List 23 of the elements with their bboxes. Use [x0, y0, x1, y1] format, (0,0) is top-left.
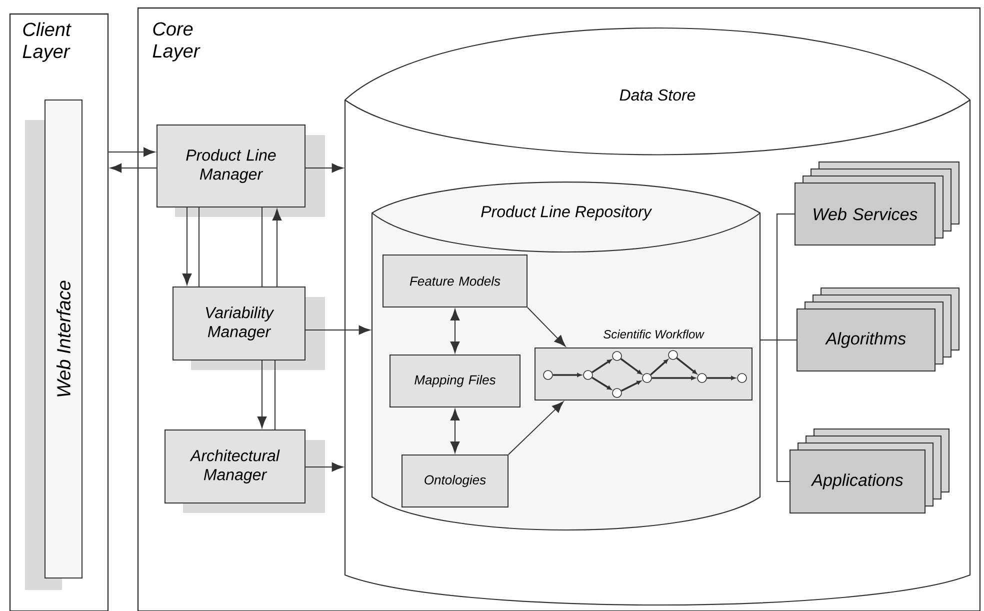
interface-bar: Web Interface [25, 100, 82, 590]
arrow [305, 163, 344, 173]
arrow [110, 163, 157, 173]
arrow [450, 409, 460, 453]
component-box: Architectural Manager [164, 430, 325, 513]
component-box: Variability Manager [172, 286, 325, 370]
arrow [305, 325, 370, 335]
stacked-box: Web Services [794, 162, 960, 246]
artifact-box: Ontologies [402, 454, 508, 508]
artifact-box: Mapping Files [390, 354, 520, 408]
stacked-box: Algorithms [796, 288, 960, 372]
arrow [527, 307, 566, 347]
arrow [450, 309, 460, 353]
arrow [272, 209, 282, 287]
arrow [305, 462, 344, 472]
arrow [257, 360, 267, 428]
arrow [182, 207, 192, 285]
arrow [508, 401, 564, 455]
arrow [108, 147, 155, 157]
artifact-box: Feature Models [382, 254, 528, 308]
workflow-box: Scientific Workflow [534, 330, 752, 400]
component-box: Product Line Manager [156, 124, 325, 217]
stacked-box: Applications [790, 428, 950, 514]
